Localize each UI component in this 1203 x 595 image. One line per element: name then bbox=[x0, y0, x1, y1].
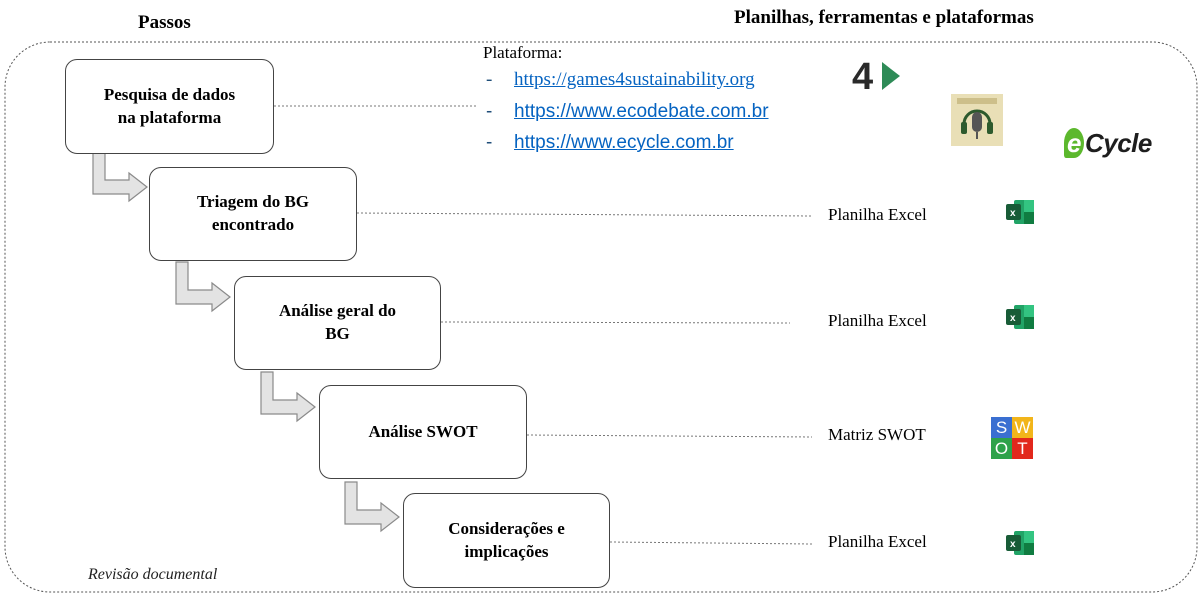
step-label: Análise geral do bbox=[278, 301, 397, 321]
step-box-consideracoes[interactable]: Considerações e implicações bbox=[403, 493, 610, 588]
svg-text:x: x bbox=[1010, 539, 1016, 550]
step-label: Análise SWOT bbox=[368, 421, 478, 441]
flow-arrow bbox=[344, 481, 400, 533]
swot-t: T bbox=[1012, 438, 1033, 459]
step-box-triagem[interactable]: Triagem do BG encontrado bbox=[149, 167, 357, 261]
link-row: -https://www.ecycle.com.br bbox=[486, 132, 734, 154]
footer-label: Revisão documental bbox=[88, 566, 218, 583]
link-bullet: - bbox=[486, 101, 493, 122]
outer-boundary bbox=[4, 41, 1198, 593]
step-label: BG bbox=[325, 324, 350, 343]
ecycle-logo-e: e bbox=[1064, 128, 1084, 158]
steps-header: Passos bbox=[138, 12, 191, 33]
link-ecycle[interactable]: https://www.ecycle.com.br bbox=[514, 132, 734, 153]
step-label: na plataforma bbox=[117, 107, 222, 127]
connector-line bbox=[440, 321, 791, 324]
connector-line bbox=[609, 541, 813, 545]
tool-label: Planilha Excel bbox=[828, 311, 927, 330]
step-box-analise-geral[interactable]: Análise geral do BG bbox=[234, 276, 441, 370]
step-label: implicações bbox=[464, 541, 549, 561]
connector-line bbox=[526, 434, 813, 438]
step-box-pesquisa[interactable]: Pesquisa de dados na plataforma bbox=[65, 59, 274, 154]
tool-label: Matriz SWOT bbox=[828, 425, 926, 444]
excel-icon: x bbox=[1006, 531, 1034, 555]
platform-label: Plataforma: bbox=[483, 43, 563, 62]
svg-text:x: x bbox=[1010, 208, 1016, 219]
games4sustainability-logo: 4 bbox=[852, 56, 900, 96]
link-row: -https://games4sustainability.org bbox=[486, 69, 755, 91]
link-games4sustainability[interactable]: https://games4sustainability.org bbox=[514, 69, 755, 90]
swot-matrix-icon: S W O T bbox=[991, 417, 1033, 459]
tool-label: Planilha Excel bbox=[828, 205, 927, 224]
step-label: Pesquisa de dados bbox=[103, 84, 236, 104]
flow-arrow bbox=[92, 151, 148, 203]
swot-w: W bbox=[1012, 417, 1033, 438]
tool-label: Planilha Excel bbox=[828, 532, 927, 551]
excel-icon: x bbox=[1006, 305, 1034, 329]
swot-o: O bbox=[991, 438, 1012, 459]
step-label: Triagem do BG bbox=[196, 192, 310, 212]
link-ecodebate[interactable]: https://www.ecodebate.com.br bbox=[514, 101, 769, 122]
link-bullet: - bbox=[486, 132, 493, 153]
link-row: -https://www.ecodebate.com.br bbox=[486, 101, 769, 123]
step-box-swot[interactable]: Análise SWOT bbox=[319, 385, 527, 479]
ecycle-logo-text: Cycle bbox=[1084, 128, 1152, 158]
flow-arrow bbox=[175, 261, 231, 313]
step-label: Considerações e bbox=[448, 518, 565, 538]
link-bullet: - bbox=[486, 69, 493, 90]
svg-text:x: x bbox=[1010, 313, 1016, 324]
logo-text: 4 bbox=[852, 56, 873, 96]
ecodebate-podcast-logo bbox=[951, 94, 1003, 146]
excel-icon: x bbox=[1006, 200, 1034, 224]
tools-header: Planilhas, ferramentas e plataformas bbox=[734, 7, 1034, 28]
connector-line bbox=[356, 212, 813, 217]
step-label: encontrado bbox=[211, 215, 295, 234]
flow-arrow bbox=[260, 371, 316, 423]
swot-s: S bbox=[991, 417, 1012, 438]
